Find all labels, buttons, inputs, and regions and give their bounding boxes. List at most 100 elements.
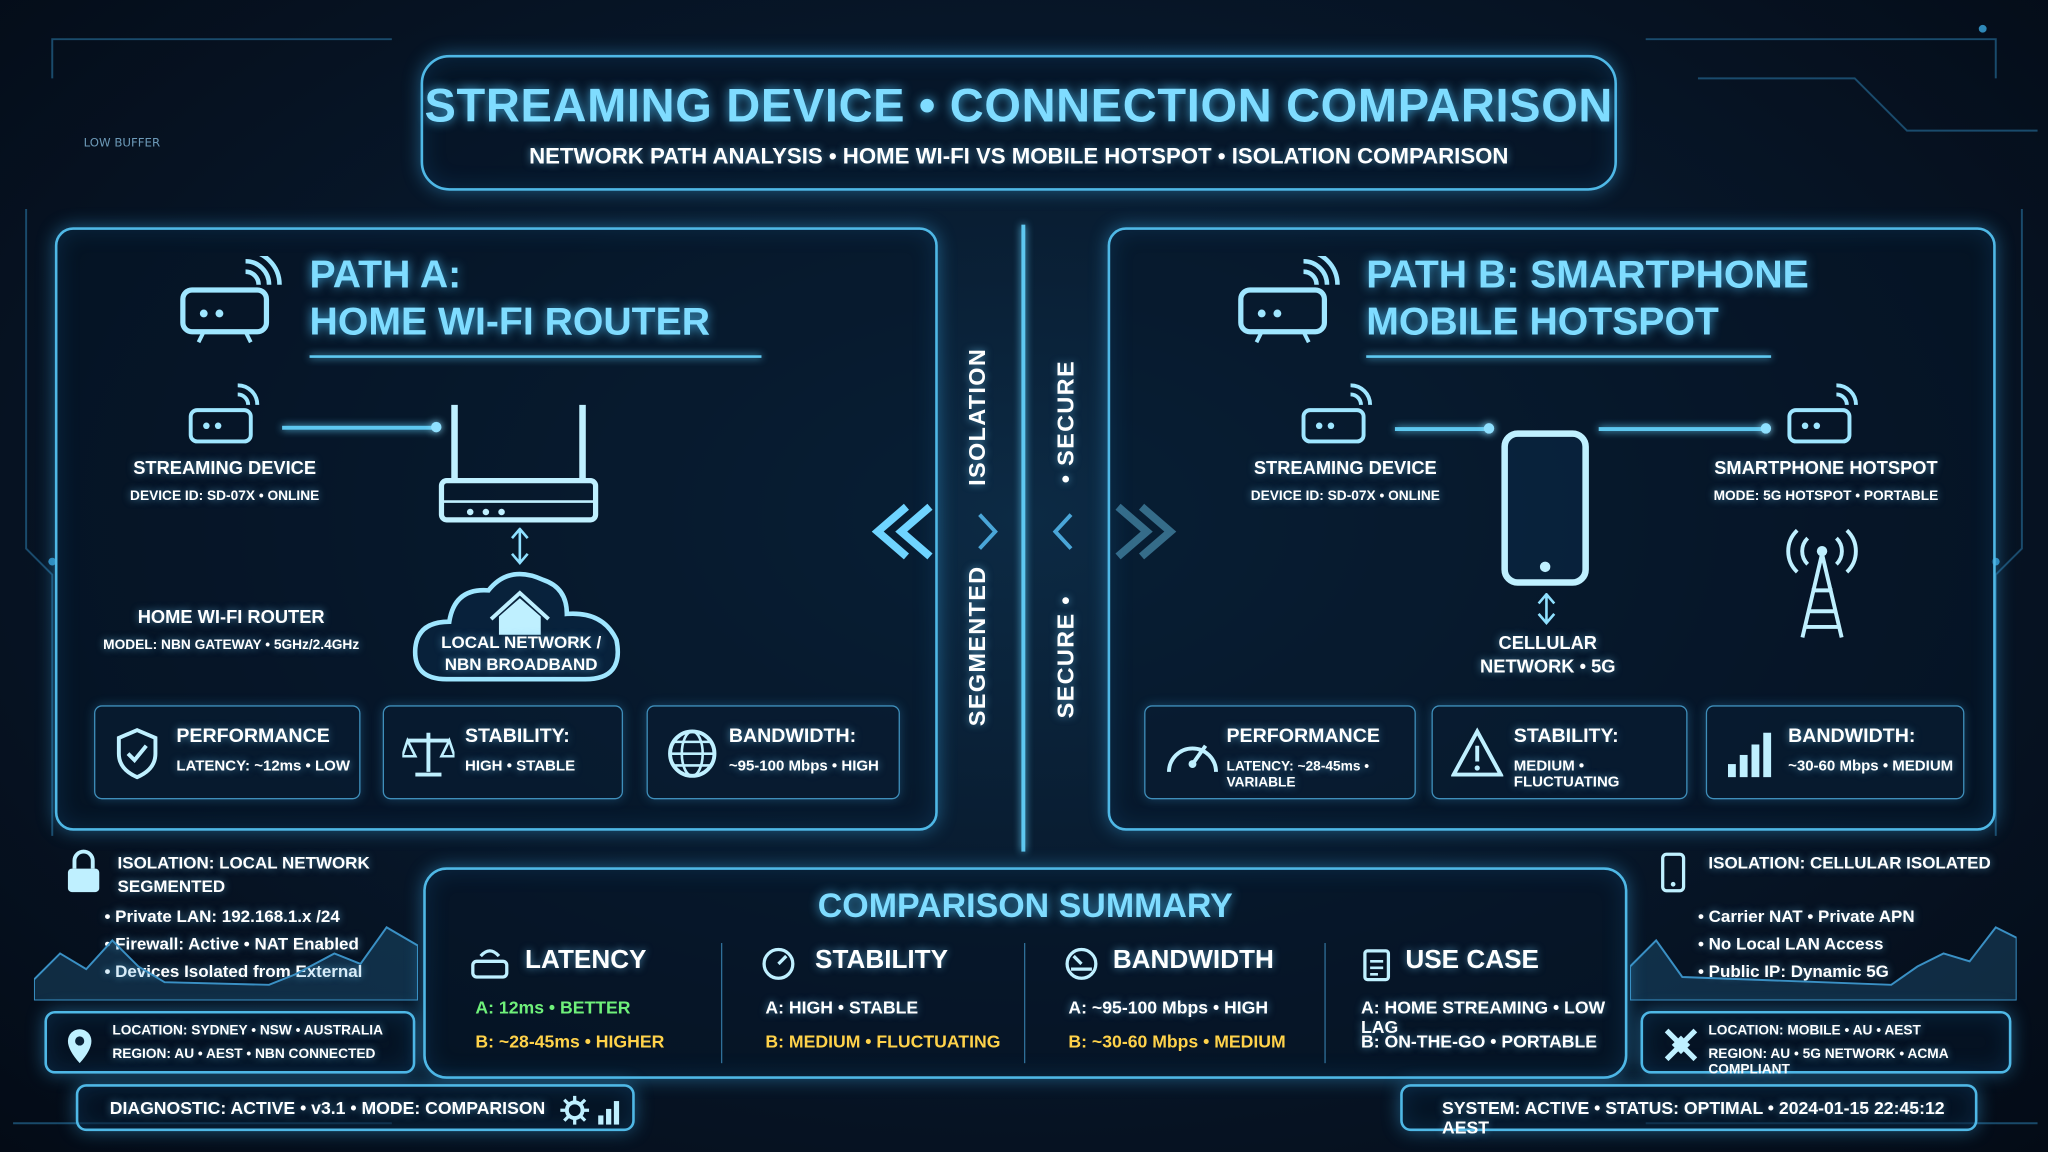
summary-title: COMPARISON SUMMARY bbox=[817, 885, 1233, 925]
cellular-label-1: CELLULAR bbox=[1498, 632, 1598, 654]
path-b-title-1: PATH B: SMARTPHONE bbox=[1366, 253, 1809, 297]
card-b-bandwidth: BANDWIDTH: ~30-60 Mbps • MEDIUM bbox=[1705, 705, 1965, 800]
cellular-label-2: NETWORK • 5G bbox=[1480, 655, 1616, 677]
wifi-router-icon bbox=[438, 404, 599, 523]
link-node bbox=[1760, 423, 1772, 434]
isolation-b-title: ISOLATION: CELLULAR ISOLATED bbox=[1708, 852, 1991, 873]
divider bbox=[1023, 943, 1026, 1064]
warning-triangle-icon bbox=[1451, 727, 1504, 777]
location-a-1: LOCATION: SYDNEY • NSW • AUSTRALIA bbox=[112, 1022, 384, 1039]
card-a-stability: STABILITY: HIGH • STABLE bbox=[382, 705, 624, 800]
isolation-a-bullet: • Firewall: Active • NAT Enabled bbox=[104, 933, 359, 954]
isolation-b-bullet: • Carrier NAT • Private APN bbox=[1697, 906, 1915, 927]
globe-icon bbox=[668, 729, 717, 778]
card-sub: HIGH • STABLE bbox=[464, 758, 576, 775]
location-a-panel: LOCATION: SYDNEY • NSW • AUSTRALIA REGIO… bbox=[44, 1010, 416, 1074]
path-a-title-2: HOME WI-FI ROUTER bbox=[309, 300, 711, 344]
location-b-1: LOCATION: MOBILE • AU • AEST bbox=[1708, 1022, 1921, 1039]
summary-head-stability: STABILITY bbox=[815, 945, 949, 975]
streaming-device-icon bbox=[188, 383, 260, 444]
router-label: HOME WI-FI ROUTER bbox=[137, 606, 325, 627]
card-sub: LATENCY: ~28-45ms • VARIABLE bbox=[1226, 758, 1370, 791]
card-title: STABILITY: bbox=[1513, 724, 1619, 748]
cloud-icon bbox=[412, 571, 620, 682]
hotspot-router-icon bbox=[1787, 383, 1858, 444]
summary-a-bandwidth: A: ~95-100 Mbps • HIGH bbox=[1068, 997, 1269, 1018]
path-a-title-underline bbox=[309, 355, 762, 358]
card-b-stability: STABILITY: MEDIUM • FLUCTUATING bbox=[1431, 705, 1688, 800]
decorative-wave-chart bbox=[33, 926, 418, 1001]
center-divider bbox=[1021, 224, 1026, 852]
card-b-performance: PERFORMANCE LATENCY: ~28-45ms • VARIABLE bbox=[1144, 705, 1416, 800]
isolation-a-title-1: ISOLATION: LOCAL NETWORK bbox=[117, 852, 370, 873]
summary-a-latency: A: 12ms • BETTER bbox=[475, 997, 631, 1018]
path-a-panel: PATH A: HOME WI-FI ROUTER STREAMING DEVI… bbox=[54, 227, 938, 831]
summary-panel: COMPARISON SUMMARY LATENCY A: 12ms • BET… bbox=[423, 867, 1628, 1079]
satellite-icon bbox=[1664, 1028, 1698, 1062]
card-title: STABILITY: bbox=[464, 724, 570, 748]
location-b-panel: LOCATION: MOBILE • AU • AEST REGION: AU … bbox=[1640, 1010, 2012, 1078]
smartphone-icon bbox=[1501, 430, 1589, 586]
corner-note: LOW BUFFER bbox=[83, 137, 161, 151]
card-title: BANDWIDTH: bbox=[1788, 724, 1916, 748]
summary-b-stability: B: MEDIUM • FLUCTUATING bbox=[765, 1031, 1001, 1052]
speedometer-icon bbox=[1065, 947, 1098, 980]
footer-right-panel: SYSTEM: ACTIVE • STATUS: OPTIMAL • 2024-… bbox=[1400, 1084, 1978, 1138]
summary-b-latency: B: ~28-45ms • HIGHER bbox=[475, 1031, 665, 1052]
device-label: STREAMING DEVICE bbox=[1253, 457, 1437, 479]
card-sub: LATENCY: ~12ms • LOW bbox=[176, 758, 351, 775]
location-a-2: REGION: AU • AEST • NBN CONNECTED bbox=[112, 1046, 376, 1062]
router-small-icon bbox=[471, 949, 509, 979]
path-b-panel: PATH B: SMARTPHONE MOBILE HOTSPOT STREAM… bbox=[1107, 227, 1996, 831]
card-sub: ~30-60 Mbps • MEDIUM bbox=[1788, 758, 1954, 775]
arrow-down-icon bbox=[511, 527, 529, 565]
card-sub: MEDIUM • FLUCTUATING bbox=[1513, 758, 1620, 791]
page-title: STREAMING DEVICE • CONNECTION COMPARISON bbox=[424, 78, 1614, 132]
center-right-bottom: SECURE • bbox=[1052, 595, 1079, 719]
summary-a-stability: A: HIGH • STABLE bbox=[765, 997, 919, 1018]
path-b-title-2: MOBILE HOTSPOT bbox=[1366, 300, 1719, 344]
lock-icon bbox=[67, 849, 100, 893]
header-panel: STREAMING DEVICE • CONNECTION COMPARISON… bbox=[420, 54, 1617, 191]
location-b-2: REGION: AU • 5G NETWORK • ACMA COMPLIANT bbox=[1708, 1046, 1949, 1078]
clock-gauge-icon bbox=[762, 947, 795, 980]
footer-right-status: SYSTEM: ACTIVE • STATUS: OPTIMAL • 2024-… bbox=[1441, 1098, 1945, 1138]
hotspot-sub: MODE: 5G HOTSPOT • PORTABLE bbox=[1713, 488, 1939, 505]
link-device-router bbox=[282, 425, 434, 430]
summary-a-usecase: A: HOME STREAMING • LOW LAG bbox=[1360, 997, 1606, 1038]
decorative-wave-chart bbox=[1630, 926, 2017, 1001]
link-phone-hotspot bbox=[1598, 427, 1766, 432]
gauge-icon bbox=[1167, 744, 1218, 773]
cloud-label-1: LOCAL NETWORK / bbox=[441, 632, 602, 652]
router-sub: MODEL: NBN GATEWAY • 5GHz/2.4GHz bbox=[103, 637, 360, 654]
divider bbox=[1324, 943, 1326, 1064]
isolation-a-bullet: • Private LAN: 192.168.1.x /24 bbox=[104, 906, 340, 927]
arrow-down-icon bbox=[1537, 592, 1556, 626]
footer-left-status: DIAGNOSTIC: ACTIVE • v3.1 • MODE: COMPAR… bbox=[109, 1098, 546, 1119]
signal-bars-icon bbox=[1727, 732, 1772, 778]
card-title: PERFORMANCE bbox=[176, 724, 330, 748]
page-subtitle: NETWORK PATH ANALYSIS • HOME WI-FI VS MO… bbox=[529, 143, 1509, 169]
shield-check-icon bbox=[116, 727, 158, 780]
cell-tower-icon bbox=[1786, 528, 1858, 638]
streaming-device-icon bbox=[1301, 383, 1373, 444]
cloud-label-2: NBN BROADBAND bbox=[444, 654, 598, 674]
device-label: STREAMING DEVICE bbox=[133, 457, 317, 479]
link-node bbox=[1483, 423, 1495, 434]
center-left-bottom: SEGMENTED bbox=[963, 565, 991, 727]
center-right-top: • SECURE bbox=[1052, 360, 1079, 484]
phone-small-icon bbox=[1661, 852, 1686, 893]
clipboard-icon bbox=[1363, 949, 1391, 982]
center-left-top: ISOLATION bbox=[963, 347, 991, 486]
card-a-performance: PERFORMANCE LATENCY: ~12ms • LOW bbox=[94, 705, 361, 800]
device-sub: DEVICE ID: SD-07X • ONLINE bbox=[1250, 488, 1440, 505]
balance-scale-icon bbox=[402, 732, 455, 777]
path-a-title-1: PATH A: bbox=[309, 253, 462, 297]
device-sub: DEVICE ID: SD-07X • ONLINE bbox=[130, 488, 320, 505]
isolation-a-bullet: • Devices Isolated from External bbox=[104, 961, 363, 981]
path-b-title-underline bbox=[1366, 355, 1772, 358]
isolation-a-title-2: SEGMENTED bbox=[117, 876, 226, 896]
summary-head-usecase: USE CASE bbox=[1405, 945, 1539, 975]
link-node bbox=[431, 421, 442, 433]
